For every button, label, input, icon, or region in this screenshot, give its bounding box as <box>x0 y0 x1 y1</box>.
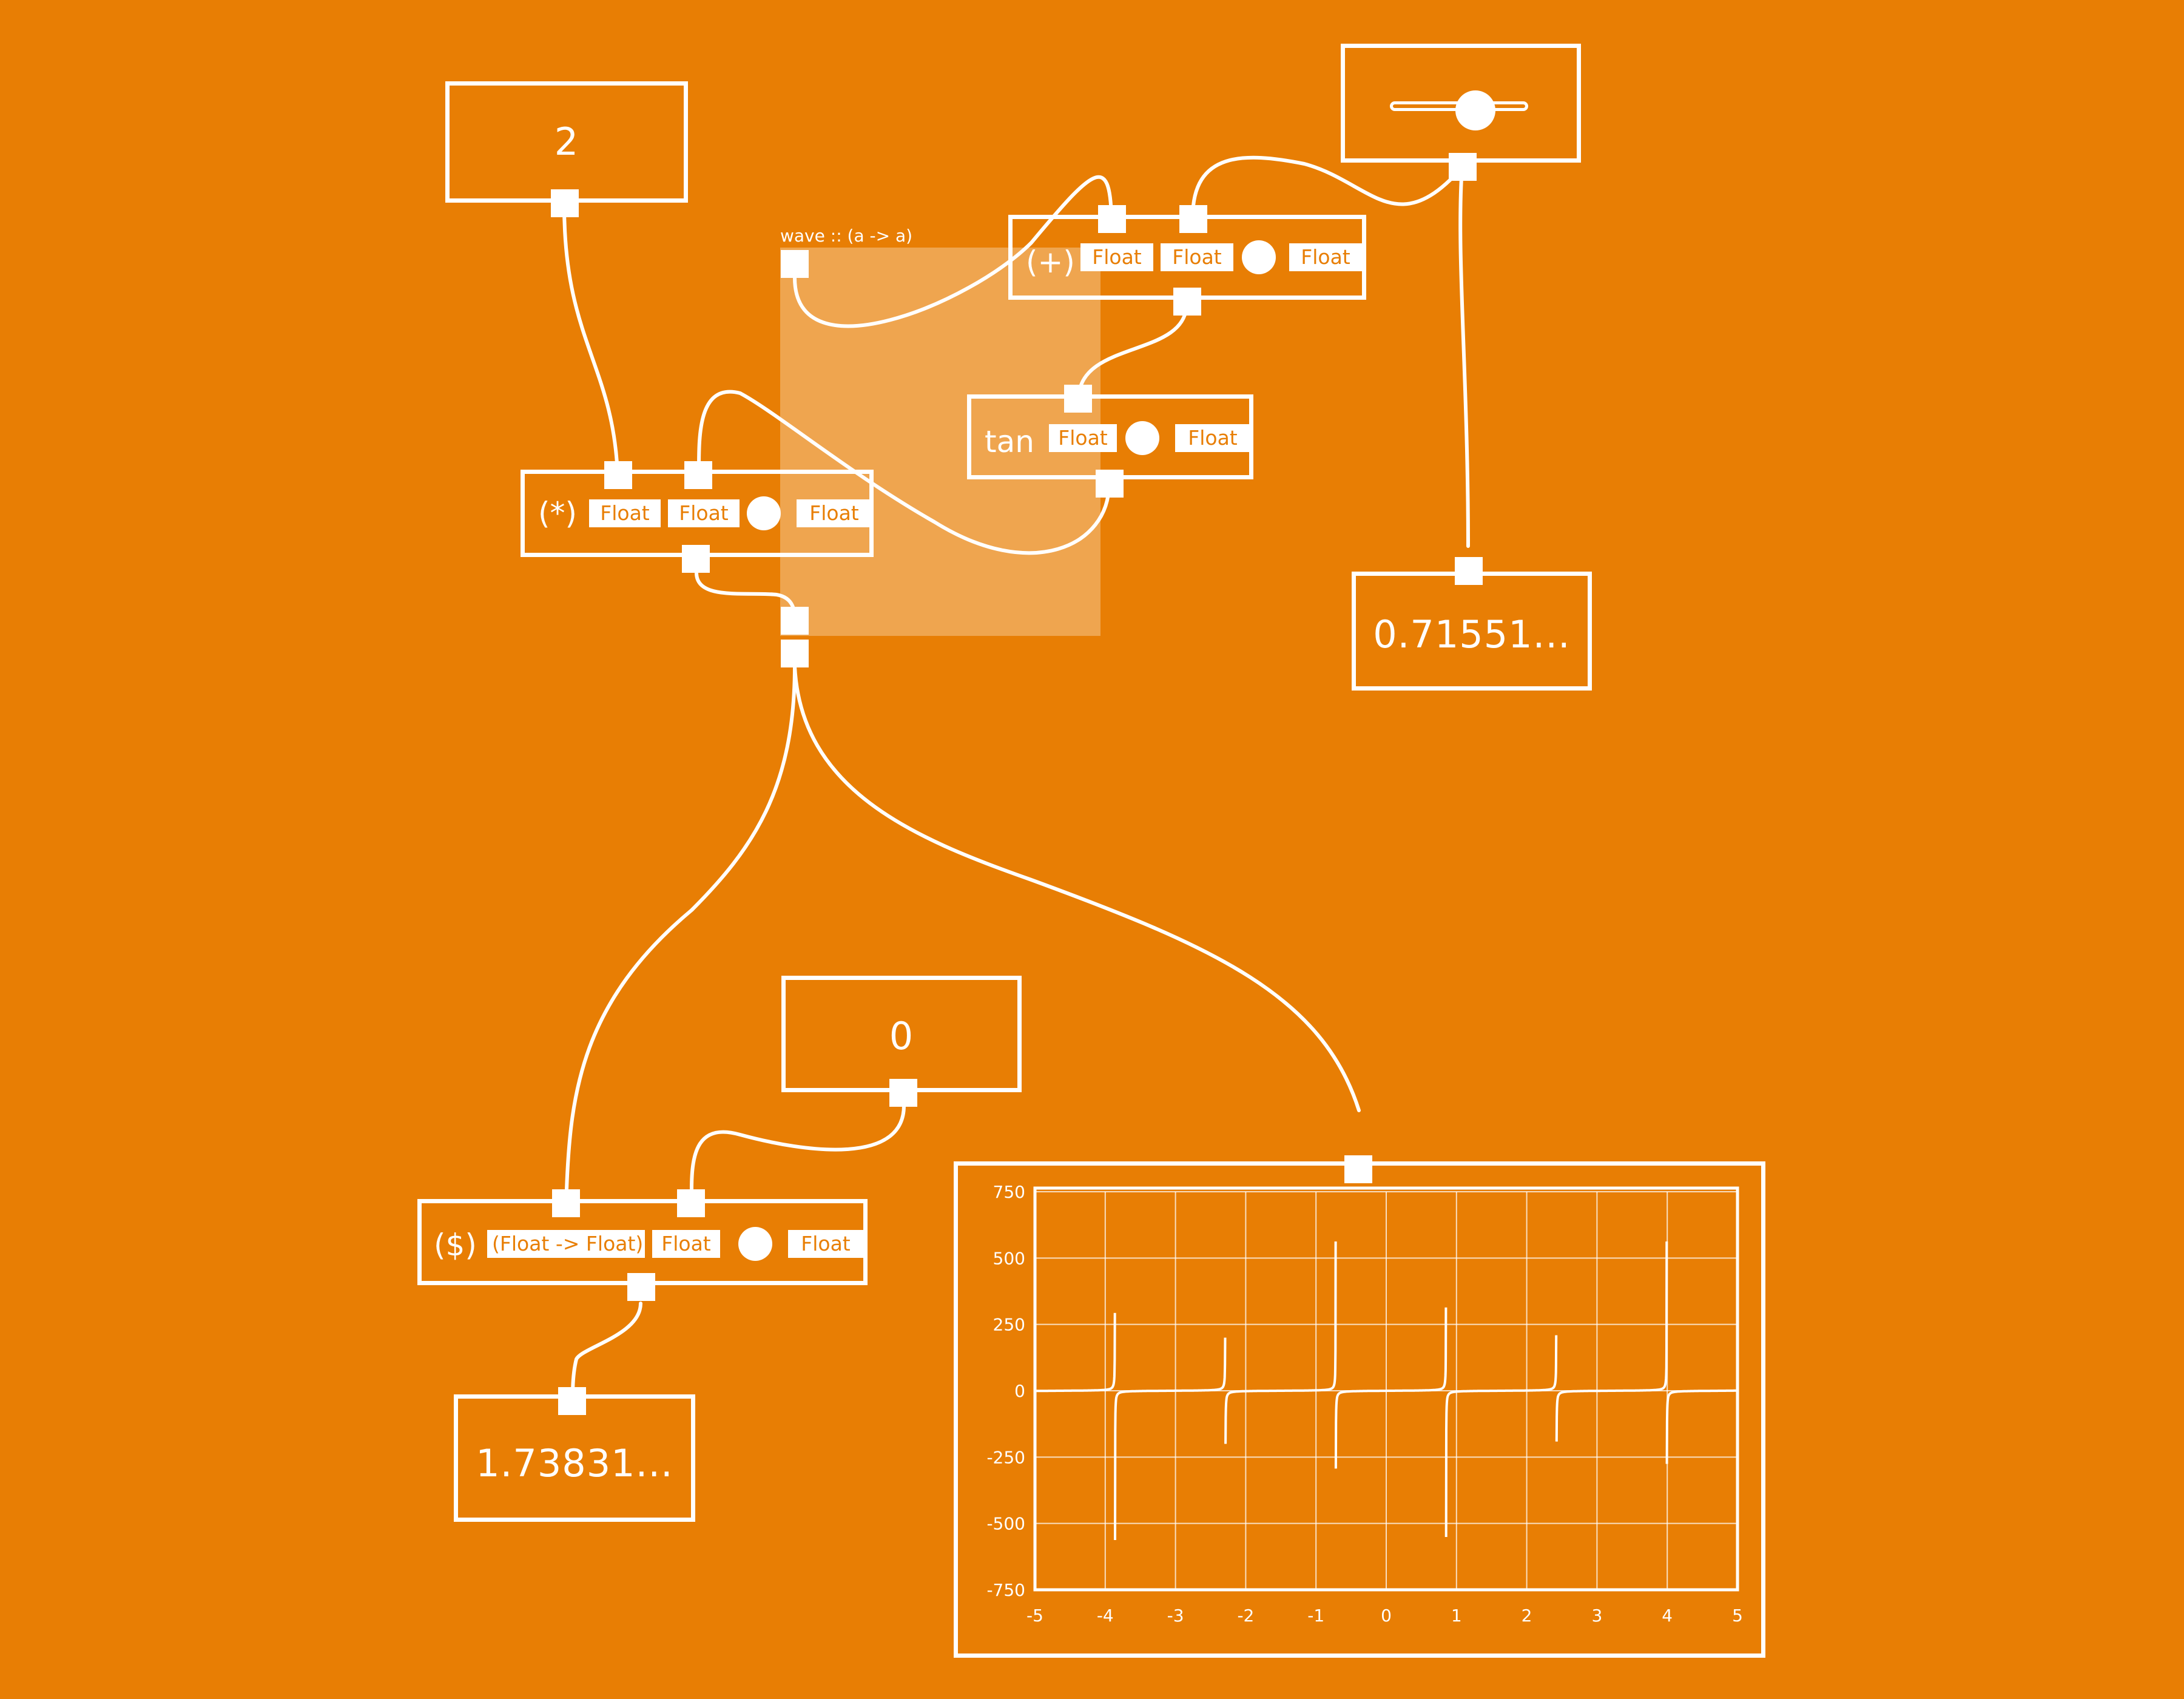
wire-group-out-to-plot[interactable] <box>793 664 1361 1112</box>
y-tick-label: -250 <box>986 1447 1025 1467</box>
x-tick-label: -2 <box>1237 1606 1254 1626</box>
x-tick-label: 2 <box>1522 1606 1532 1626</box>
y-tick-label: -500 <box>986 1514 1025 1534</box>
apply-input-type-arg: Float <box>652 1230 720 1258</box>
x-tick-label: 1 <box>1451 1606 1462 1626</box>
x-tick-label: -3 <box>1167 1606 1184 1626</box>
wire-apply-out-to-display-bottom[interactable] <box>571 1302 642 1397</box>
tan-input-port[interactable] <box>1064 385 1092 413</box>
multiply-input-type-b: Float <box>668 499 740 527</box>
plot-input-port[interactable] <box>1344 1155 1372 1183</box>
tan-series-line <box>1665 1389 1737 1464</box>
tan-series-line <box>1035 1312 1116 1393</box>
multiply-output-port[interactable] <box>682 545 710 573</box>
apply-node-label: ($) <box>434 1228 477 1263</box>
tan-input-type: Float <box>1049 424 1117 452</box>
tan-output-port[interactable] <box>1096 470 1124 498</box>
wire-two-to-mul-a[interactable] <box>562 203 619 475</box>
tan-series-line <box>1114 1337 1227 1541</box>
wire-slider-to-add-b[interactable] <box>1191 155 1464 219</box>
multiply-input-type-a: Float <box>589 499 661 527</box>
tan-series-line <box>1555 1241 1668 1442</box>
x-tick-label: -1 <box>1307 1606 1324 1626</box>
multiply-node[interactable]: (*) Float Float Float <box>521 470 874 557</box>
wave-group-area[interactable] <box>780 248 1100 636</box>
y-tick-label: -750 <box>986 1580 1025 1600</box>
add-input-port-a[interactable] <box>1098 205 1126 233</box>
display-node-right[interactable]: 0.71551... <box>1352 572 1592 691</box>
display-right-input-port[interactable] <box>1455 557 1483 585</box>
multiply-output-type: Float <box>797 499 872 527</box>
separator-circle-icon <box>1242 240 1276 274</box>
x-tick-label: 0 <box>1381 1606 1392 1626</box>
tan-output-type: Float <box>1175 424 1250 452</box>
wave-group-input-port[interactable] <box>781 250 809 278</box>
constant-zero-value: 0 <box>889 1014 914 1058</box>
tan-series-line <box>1444 1335 1558 1538</box>
apply-output-port[interactable] <box>627 1273 655 1301</box>
constant-value: 2 <box>554 120 579 164</box>
separator-circle-icon <box>747 496 781 530</box>
display-right-value: 0.71551... <box>1373 612 1571 657</box>
add-output-port[interactable] <box>1173 288 1201 316</box>
display-bottom-input-port[interactable] <box>558 1387 586 1415</box>
constant-zero-output-port[interactable] <box>889 1079 917 1107</box>
tan-series-line <box>1224 1241 1337 1444</box>
x-tick-label: 3 <box>1591 1606 1602 1626</box>
x-tick-label: -4 <box>1097 1606 1114 1626</box>
apply-input-port-fn[interactable] <box>552 1189 580 1217</box>
wave-group-label: wave :: (a -> a) <box>780 226 913 246</box>
separator-circle-icon <box>738 1227 772 1261</box>
multiply-node-label: (*) <box>538 496 578 531</box>
wave-group-output-port-inner[interactable] <box>781 607 809 635</box>
multiply-input-port-a[interactable] <box>604 461 632 489</box>
wire-slider-to-display-right[interactable] <box>1458 166 1470 548</box>
apply-output-type: Float <box>788 1230 863 1258</box>
display-bottom-value: 1.73831... <box>476 1441 673 1485</box>
y-tick-label: 500 <box>993 1248 1025 1268</box>
y-tick-label: 750 <box>993 1182 1025 1202</box>
apply-input-type-fn: (Float -> Float) <box>487 1230 645 1258</box>
add-node-label: (+) <box>1026 245 1075 280</box>
add-output-type: Float <box>1289 243 1362 271</box>
multiply-input-port-b[interactable] <box>684 461 712 489</box>
add-input-port-b[interactable] <box>1179 205 1207 233</box>
wave-group-output-port-outer[interactable] <box>781 640 809 667</box>
separator-circle-icon <box>1125 421 1159 455</box>
apply-input-port-arg[interactable] <box>677 1189 705 1217</box>
slider-output-port[interactable] <box>1449 153 1477 181</box>
tan-node-label: tan <box>985 424 1034 459</box>
x-tick-label: -5 <box>1026 1606 1043 1626</box>
wire-group-out-to-apply-fn[interactable] <box>565 664 797 1191</box>
constant-two-output-port[interactable] <box>551 189 579 217</box>
y-tick-label: 0 <box>1014 1381 1025 1401</box>
wire-zero-to-apply-arg[interactable] <box>690 1104 906 1191</box>
add-input-type-b: Float <box>1161 243 1233 271</box>
tan-series-line <box>1334 1307 1448 1469</box>
y-tick-label: 250 <box>993 1315 1025 1335</box>
x-tick-label: 4 <box>1662 1606 1673 1626</box>
x-tick-label: 5 <box>1732 1606 1743 1626</box>
slider-knob-icon[interactable] <box>1455 90 1496 130</box>
display-node-bottom[interactable]: 1.73831... <box>454 1394 695 1522</box>
slider-node[interactable] <box>1341 44 1581 163</box>
wire-add-out-to-tan-in[interactable] <box>1077 302 1188 400</box>
add-input-type-a: Float <box>1080 243 1153 271</box>
wire-tan-out-to-mul-b[interactable] <box>696 390 1111 555</box>
